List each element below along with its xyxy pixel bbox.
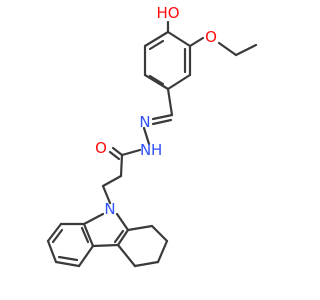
bond (115, 212, 130, 232)
bond (188, 36, 205, 48)
bond (91, 243, 120, 248)
bond (82, 212, 105, 226)
carbazole-nitrogen-label: N (104, 200, 115, 218)
carbonyl-oxygen-label: O (95, 139, 107, 157)
amide-hydrogen-label: H (151, 141, 162, 159)
bond (80, 226, 90, 244)
bond (166, 30, 192, 48)
molecule-structure-diagram: HO O N N H O N (46, 4, 258, 268)
bond (51, 228, 64, 244)
bond (142, 126, 151, 146)
bond (101, 184, 112, 205)
bond (111, 146, 124, 157)
bond (120, 148, 142, 157)
bond (46, 222, 63, 243)
bond (54, 260, 81, 268)
bond (101, 174, 123, 188)
bond (108, 150, 121, 161)
bond-layer (46, 20, 258, 268)
bond (116, 228, 130, 247)
bond (113, 229, 125, 244)
imine-nitrogen-label: N (139, 113, 150, 131)
bond (143, 73, 170, 91)
bond (46, 239, 58, 264)
bond (234, 43, 258, 57)
amide-nitrogen-label: N (140, 141, 151, 159)
bond (217, 41, 238, 57)
bond (126, 224, 154, 232)
bond (148, 39, 165, 51)
ethoxy-oxygen-label: O (205, 28, 217, 46)
bond (150, 224, 169, 243)
bond (151, 118, 173, 126)
hydroxyl-label: HO (156, 4, 179, 22)
bond (166, 73, 192, 91)
bond (166, 87, 174, 117)
bond (119, 153, 124, 178)
bond (82, 222, 95, 248)
bond (156, 239, 169, 264)
atom-label-layer: HO O N N H O N (95, 4, 217, 218)
bond (57, 255, 79, 262)
bond (77, 244, 95, 268)
bond (116, 243, 137, 268)
bond (151, 113, 174, 121)
bond (148, 74, 165, 86)
bond (143, 30, 170, 48)
bond (133, 260, 160, 268)
